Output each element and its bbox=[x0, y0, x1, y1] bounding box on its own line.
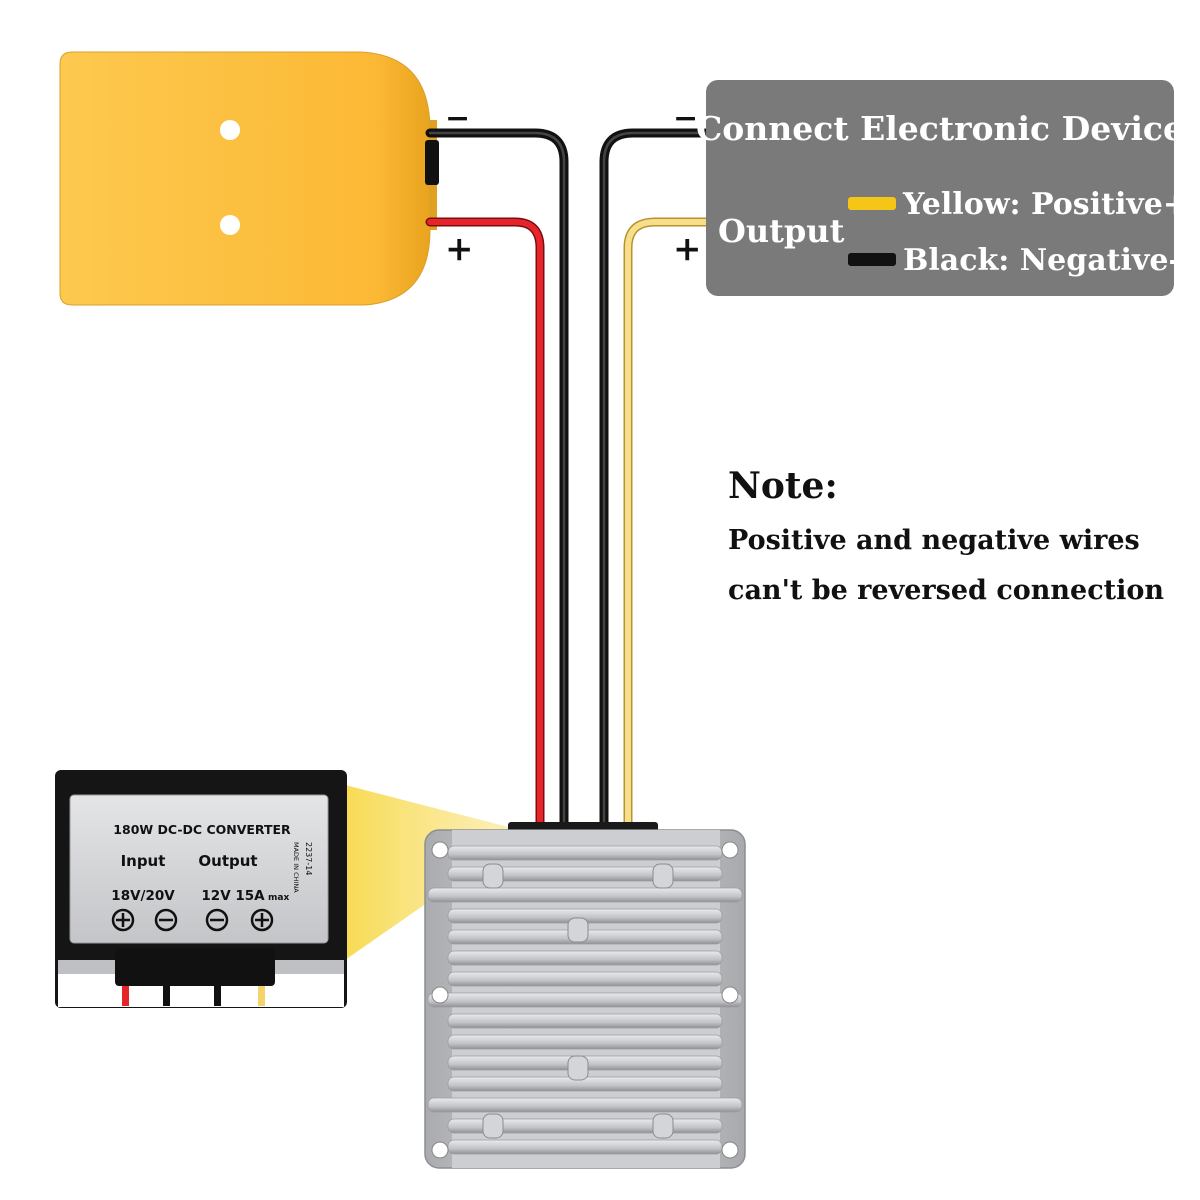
output-positive-icon bbox=[250, 908, 274, 932]
housing-screw bbox=[567, 1055, 589, 1081]
device-box: Connect Electronic Device Output Yellow:… bbox=[696, 80, 1188, 296]
mount-hole-bottom bbox=[220, 215, 240, 235]
housing-screws bbox=[482, 863, 674, 1139]
converter-label-inset: 180W DC-DC CONVERTER Input Output 18V/20… bbox=[55, 770, 347, 1008]
mount-hole-br bbox=[721, 1141, 739, 1159]
housing-screw bbox=[652, 863, 674, 889]
heatsink-fin bbox=[447, 971, 723, 987]
device-box-title: Connect Electronic Device bbox=[696, 109, 1184, 148]
device-plus-sign: + bbox=[673, 229, 702, 269]
note-line-1: Positive and negative wires bbox=[728, 525, 1140, 556]
inset-wire-black-1 bbox=[163, 986, 170, 1006]
converter-input-label: Input bbox=[121, 852, 166, 870]
mount-hole-ml bbox=[431, 986, 449, 1004]
converter-output-label: Output bbox=[198, 852, 257, 870]
note-block: Note: Positive and negative wires can't … bbox=[728, 465, 1164, 606]
legend-text-black: Black: Negative- bbox=[903, 243, 1181, 278]
heatsink-fin bbox=[427, 887, 743, 903]
heatsink-fin bbox=[427, 992, 743, 1008]
legend-swatch-black bbox=[848, 253, 896, 266]
converter-side-code: 2237-14 bbox=[304, 842, 313, 875]
inset-wire-red bbox=[122, 986, 129, 1006]
mount-hole-tl bbox=[431, 841, 449, 859]
converter-input-rating: 18V/20V bbox=[111, 888, 175, 904]
converter-output-rating: 12V 15A bbox=[201, 888, 265, 904]
output-negative-icon bbox=[205, 908, 229, 932]
device-output-label: Output bbox=[718, 212, 845, 250]
heatsink-fin bbox=[447, 1013, 723, 1029]
note-line-2: can't be reversed connection bbox=[728, 575, 1164, 606]
heatsink-fin bbox=[447, 950, 723, 966]
housing-screw bbox=[652, 1113, 674, 1139]
device-minus-sign: − bbox=[673, 101, 698, 136]
mount-hole-mr bbox=[721, 986, 739, 1004]
mount-hole-tr bbox=[721, 841, 739, 859]
legend-text-yellow: Yellow: Positive+ bbox=[902, 187, 1188, 222]
converter-title: 180W DC-DC CONVERTER bbox=[113, 822, 291, 837]
housing-screw bbox=[482, 1113, 504, 1139]
device-positive-wire bbox=[623, 217, 715, 835]
battery-positive-wire bbox=[425, 217, 545, 835]
heatsink-fin bbox=[447, 1139, 723, 1155]
heatsink-fin bbox=[447, 845, 723, 861]
battery-minus-sign: − bbox=[445, 101, 470, 136]
heatsink-fin bbox=[447, 1034, 723, 1050]
input-positive-icon bbox=[111, 908, 135, 932]
converter-body bbox=[345, 785, 746, 1169]
housing-screw bbox=[482, 863, 504, 889]
input-negative-icon bbox=[154, 908, 178, 932]
battery-plus-sign: + bbox=[445, 229, 474, 269]
inset-wire-yellow bbox=[258, 986, 265, 1006]
battery-adapter bbox=[59, 51, 439, 306]
mount-hole-top bbox=[220, 120, 240, 140]
note-heading: Note: bbox=[728, 465, 838, 507]
power-switch-icon bbox=[425, 140, 439, 185]
inset-wire-black-2 bbox=[214, 986, 221, 1006]
wires bbox=[425, 128, 715, 835]
heatsink-fins bbox=[427, 845, 743, 1155]
legend-swatch-yellow bbox=[848, 197, 896, 210]
heatsink-fin bbox=[427, 1097, 743, 1113]
converter-side-origin: MADE IN CHINA bbox=[292, 842, 300, 893]
housing-screw bbox=[567, 917, 589, 943]
converter-output-max: max bbox=[268, 893, 289, 903]
mount-hole-bl bbox=[431, 1141, 449, 1159]
